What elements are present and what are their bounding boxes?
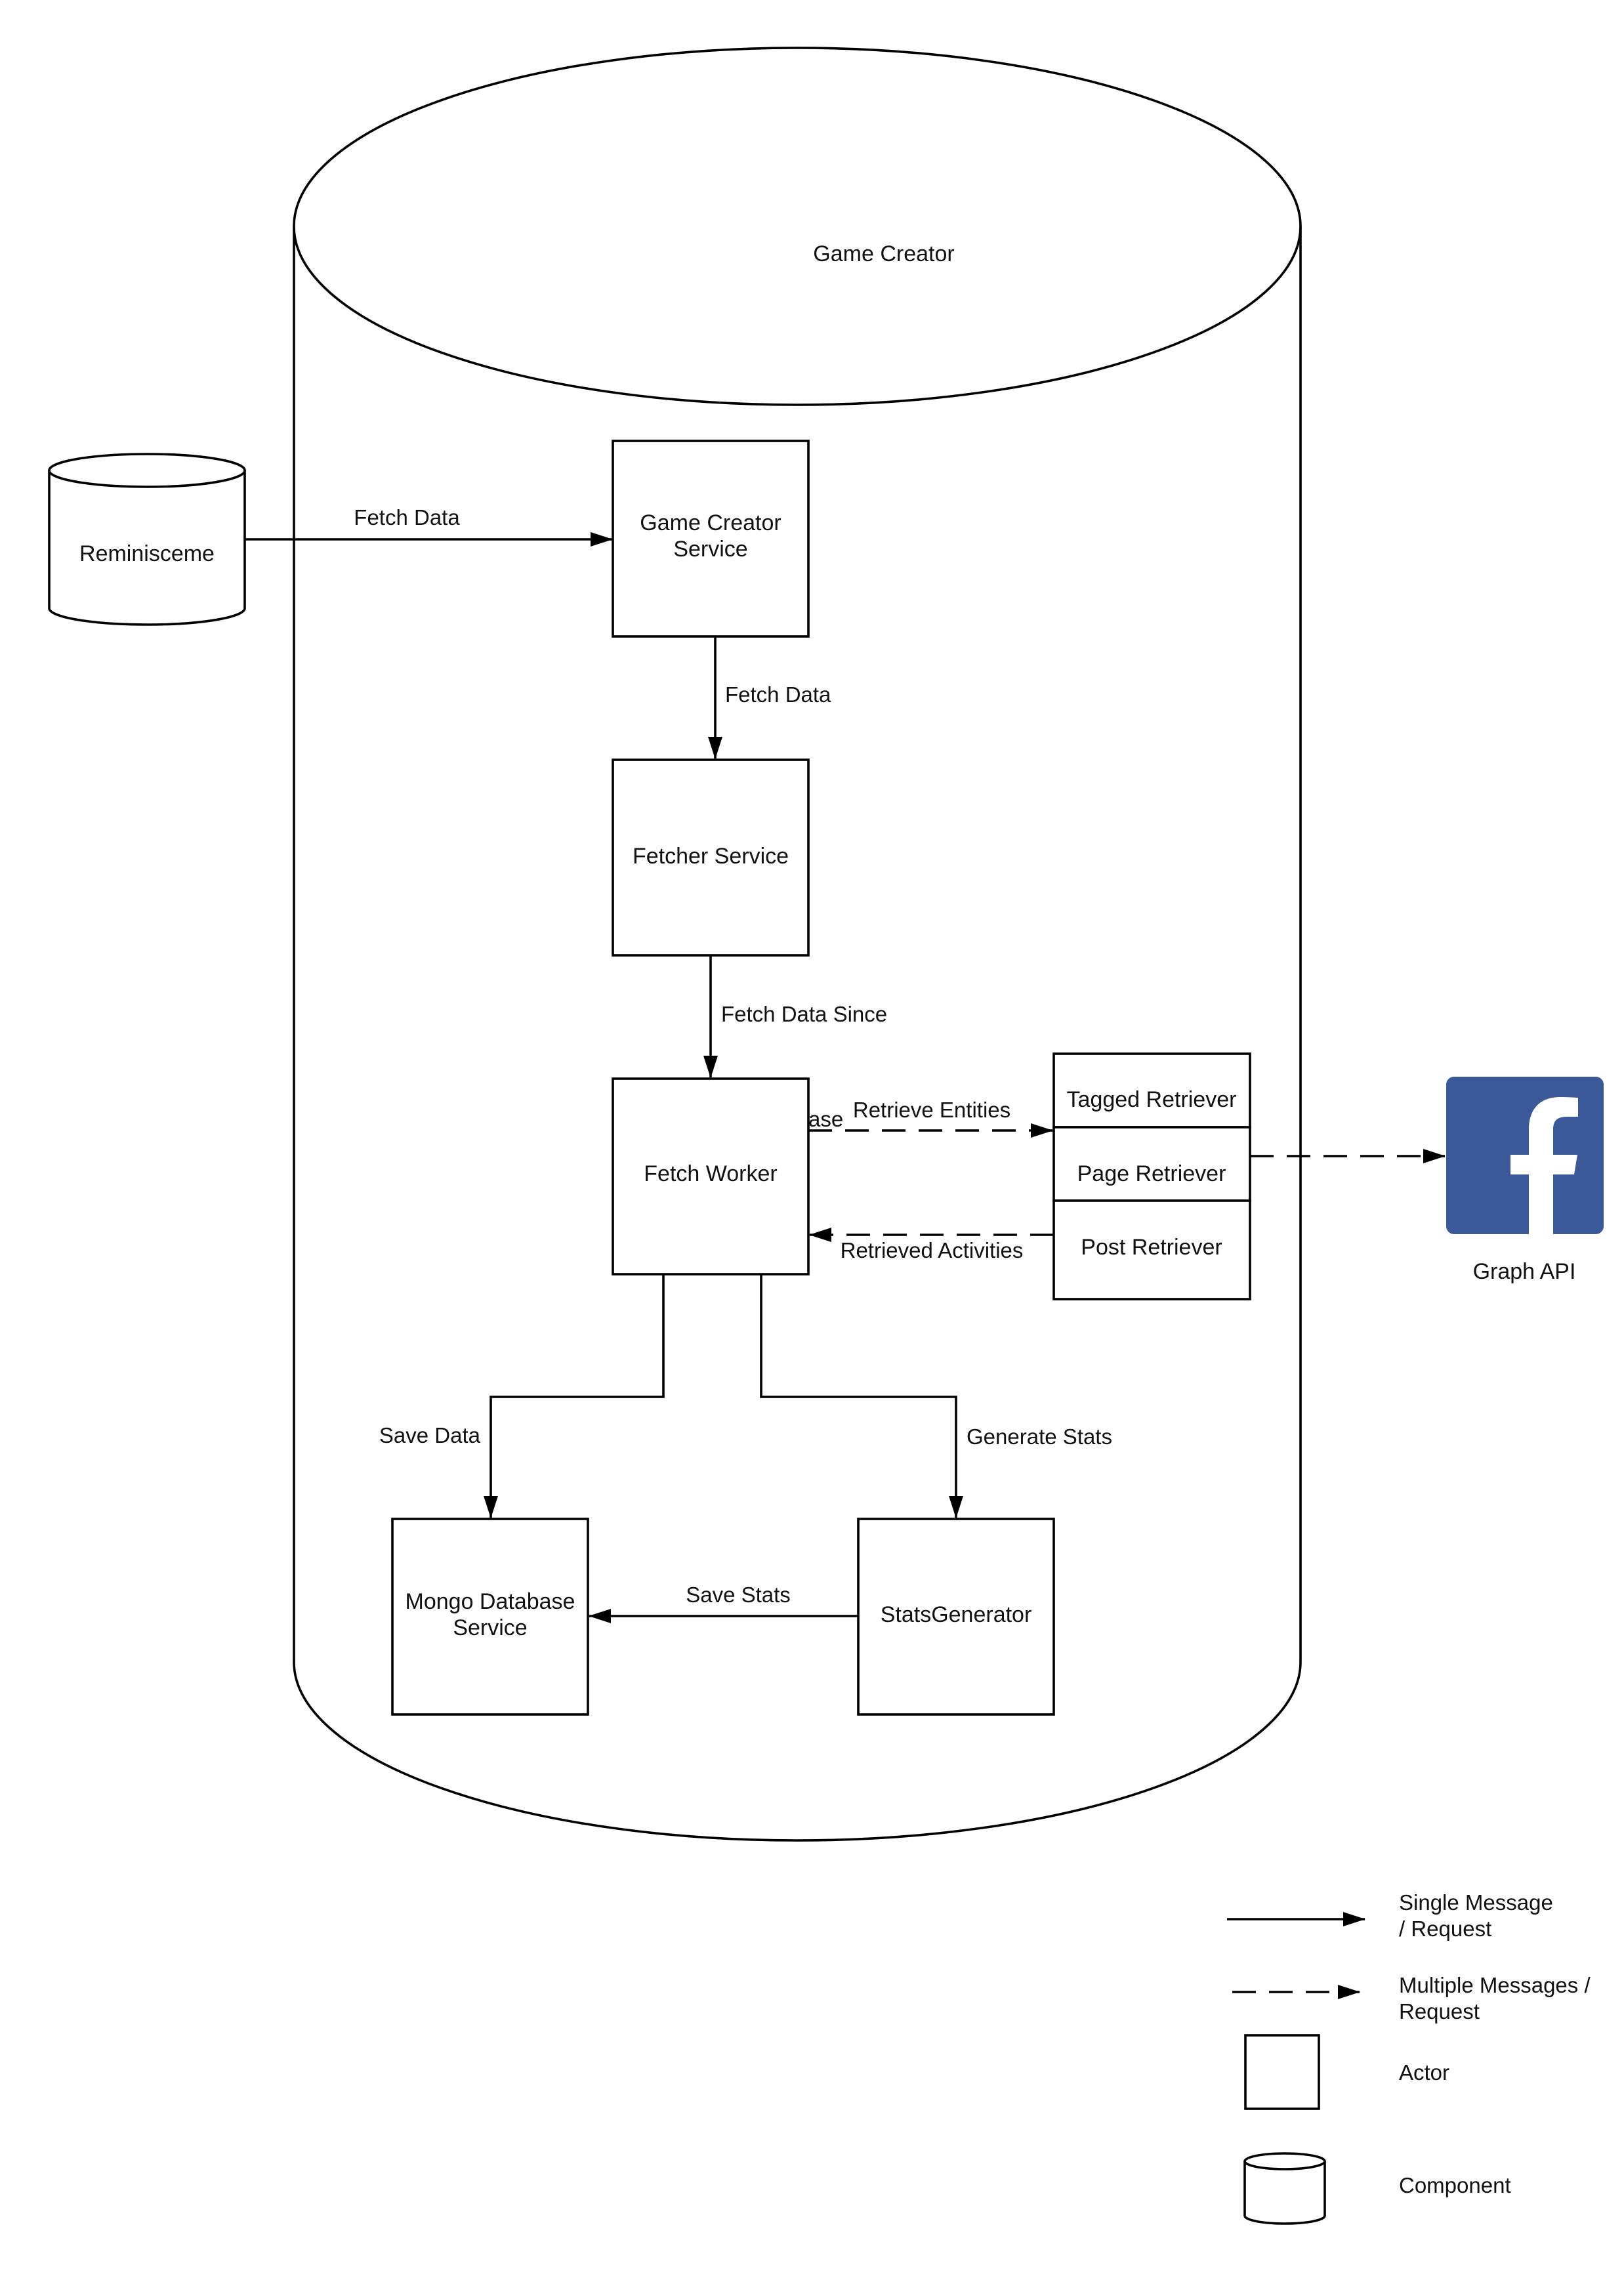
fetcher-service-label: Fetcher Service xyxy=(633,844,789,869)
game-creator-service-label-line1: Game Creator xyxy=(640,510,781,535)
graph-api: Graph API xyxy=(1446,1077,1604,1284)
graph-api-label: Graph API xyxy=(1473,1259,1576,1284)
edge-fetch-data-since: Fetch Data Since xyxy=(703,955,887,1078)
retriever-stack: Tagged Retriever Page Retriever Post Ret… xyxy=(1052,1052,1251,1300)
legend: Single Message / Request Multiple Messag… xyxy=(1227,1890,1591,2225)
edge-label-fetch-data-since: Fetch Data Since xyxy=(721,1002,887,1026)
fetcher-service-actor: Fetcher Service xyxy=(612,758,810,957)
tagged-retriever-label: Tagged Retriever xyxy=(1067,1087,1237,1112)
edge-label-save-data: Save Data xyxy=(379,1423,481,1447)
reminisceme-component: Reminisceme xyxy=(48,453,246,626)
stats-generator-actor: StatsGenerator xyxy=(857,1518,1055,1716)
legend-component: Component xyxy=(1243,2152,1511,2225)
edge-label-retrieve-entities: Retrieve Entities xyxy=(853,1098,1010,1122)
fetch-worker-label: Fetch Worker xyxy=(644,1161,777,1186)
edge-generate-stats: Generate Stats xyxy=(760,1274,1112,1518)
edge-save-data: Save Data xyxy=(379,1274,665,1518)
game-creator-label: Game Creator xyxy=(813,241,954,266)
edge-label-fetch-data-1: Fetch Data xyxy=(354,505,460,529)
page-retriever-label: Page Retriever xyxy=(1077,1161,1226,1186)
legend-multiple-messages: Multiple Messages / Request xyxy=(1232,1973,1591,2023)
edge-fetch-data-2: Fetch Data xyxy=(708,636,831,759)
game-creator-service-actor: Game Creator Service xyxy=(612,440,810,638)
edge-save-stats: Save Stats xyxy=(589,1583,858,1623)
game-creator-component: Game Creator xyxy=(293,47,1302,1842)
legend-actor-label: Actor xyxy=(1399,2060,1449,2085)
legend-single-message: Single Message / Request xyxy=(1227,1890,1553,1941)
stats-generator-label: StatsGenerator xyxy=(881,1602,1032,1627)
facebook-icon xyxy=(1446,1077,1604,1234)
legend-component-label: Component xyxy=(1399,2173,1511,2197)
edge-label-retrieved-activities: Retrieved Activities xyxy=(841,1238,1024,1262)
reminisceme-label: Reminisceme xyxy=(79,541,215,566)
legend-single-message-line2: / Request xyxy=(1399,1917,1491,1941)
edge-fetch-data-1: Fetch Data xyxy=(245,505,613,547)
mongo-database-service-actor: Mongo Database Service xyxy=(391,1518,589,1716)
legend-actor: Actor xyxy=(1244,2034,1449,2110)
edge-label-fragment: ase xyxy=(808,1107,843,1131)
edge-label-fetch-data-2: Fetch Data xyxy=(725,682,831,707)
edge-label-save-stats: Save Stats xyxy=(686,1583,791,1607)
edge-retrieve-entities: ase Retrieve Entities xyxy=(808,1098,1053,1138)
legend-multiple-messages-line2: Request xyxy=(1399,1999,1480,2023)
mongo-label-line1: Mongo Database xyxy=(406,1589,575,1614)
legend-multiple-messages-line1: Multiple Messages / xyxy=(1399,1973,1591,1997)
game-creator-service-label-line2: Service xyxy=(673,537,747,562)
legend-single-message-line1: Single Message xyxy=(1399,1890,1553,1915)
edge-label-generate-stats: Generate Stats xyxy=(967,1424,1112,1449)
fetch-worker-actor: Fetch Worker xyxy=(612,1077,810,1276)
mongo-label-line2: Service xyxy=(453,1615,527,1640)
edge-retrieved-activities: Retrieved Activities xyxy=(809,1228,1054,1262)
post-retriever-label: Post Retriever xyxy=(1081,1235,1222,1260)
